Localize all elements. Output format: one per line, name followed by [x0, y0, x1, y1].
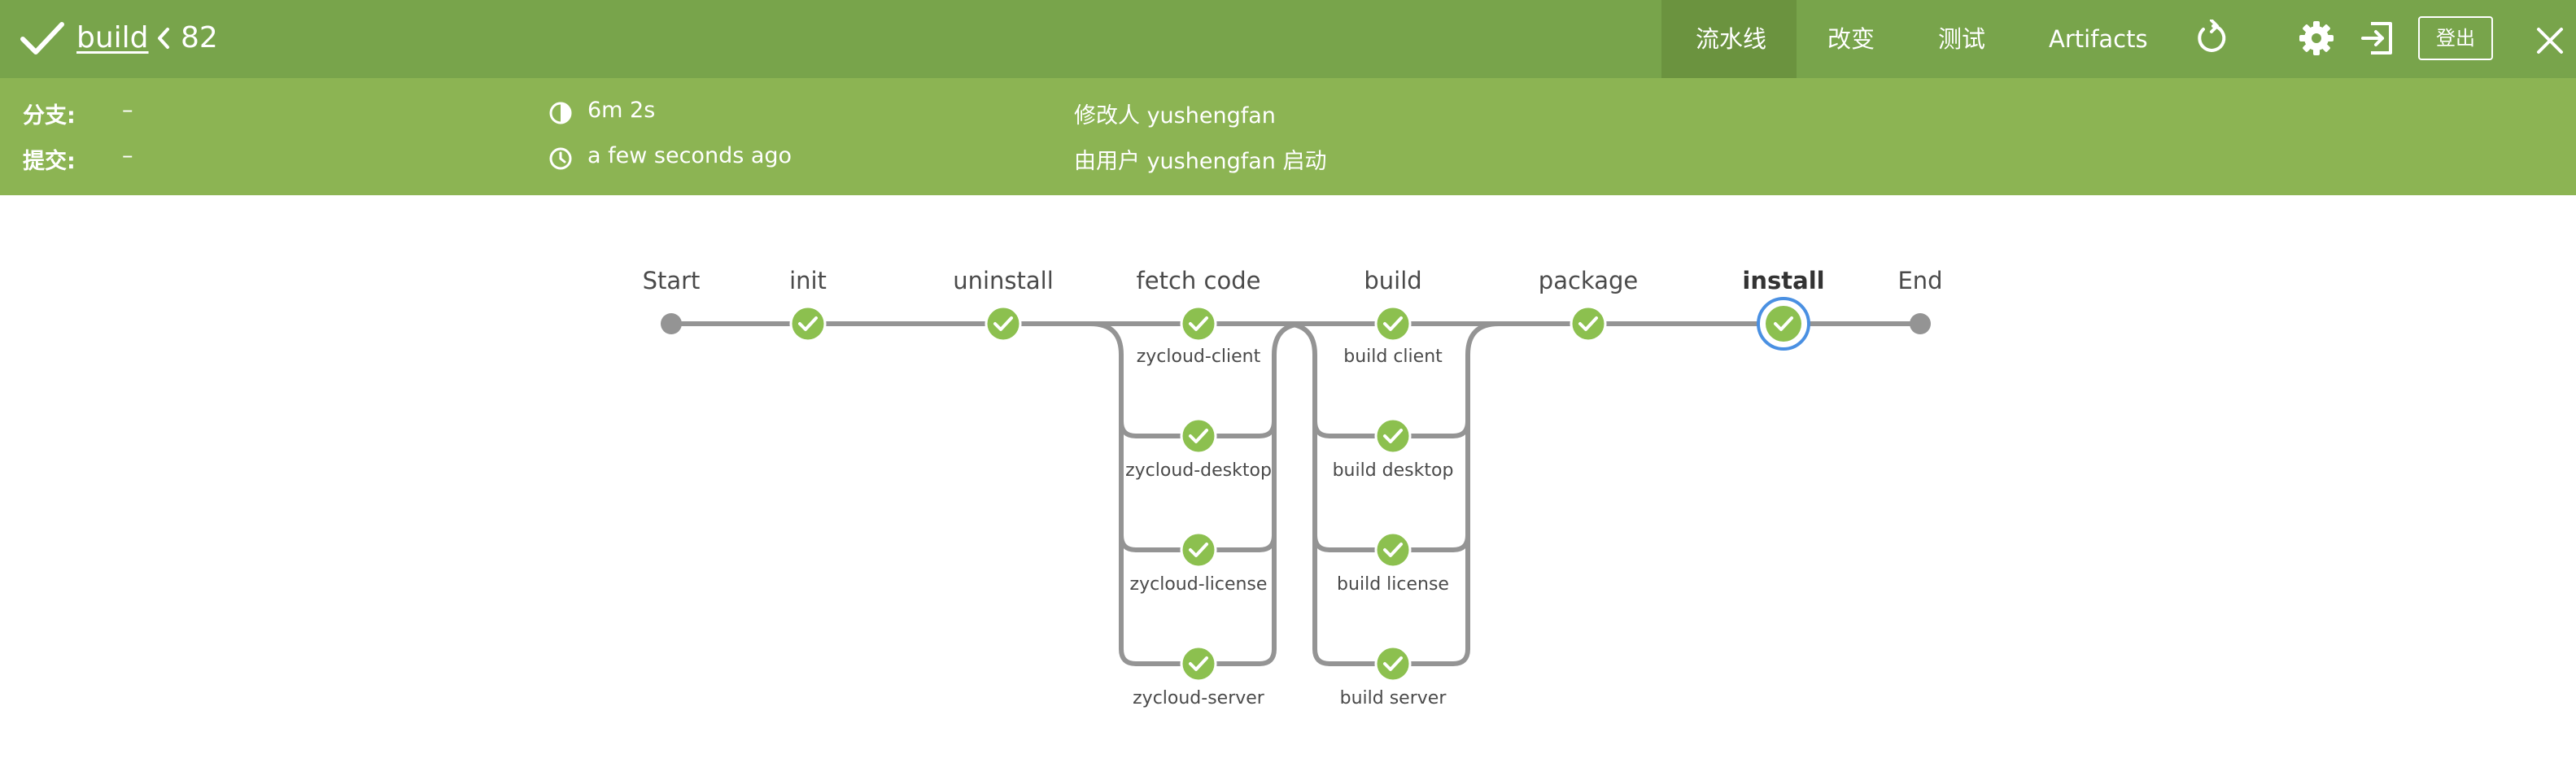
end-node	[1910, 313, 1931, 334]
branch-value: –	[122, 98, 133, 123]
stage-label-start: Start	[642, 267, 701, 294]
stage-uninstall-node[interactable]	[985, 305, 1022, 342]
pipeline-graph: Start init uninstall fetch code build pa…	[0, 195, 2576, 763]
close-icon[interactable]	[2534, 24, 2566, 57]
stage-init-node[interactable]	[789, 305, 827, 342]
branch-zycloud-license-node[interactable]	[1180, 531, 1217, 569]
run-number: 82	[181, 21, 218, 54]
tab-changes[interactable]: 改变	[1827, 25, 1875, 53]
half-clock-icon	[549, 102, 572, 124]
branch-zycloud-server-node[interactable]	[1180, 645, 1217, 682]
exit-icon[interactable]	[2360, 20, 2395, 56]
branch-label-build-client[interactable]: build client	[1343, 347, 1443, 367]
tab-artifacts[interactable]: Artifacts	[2049, 25, 2148, 53]
commit-value: –	[122, 143, 133, 168]
duration-value: 6m 2s	[587, 98, 656, 123]
branch-build-desktop-node[interactable]	[1374, 417, 1412, 455]
time-ago-value: a few seconds ago	[587, 143, 792, 168]
stage-label-end: End	[1897, 267, 1943, 294]
branch-label-zycloud-client[interactable]: zycloud-client	[1136, 347, 1261, 367]
branch-label-build-server[interactable]: build server	[1339, 688, 1447, 708]
branch-label-build-license[interactable]: build license	[1337, 574, 1449, 595]
logout-button[interactable]: 登出	[2418, 16, 2493, 60]
job-name-link[interactable]: build	[76, 21, 149, 54]
stage-label-init[interactable]: init	[789, 267, 827, 294]
branch-label-zycloud-license[interactable]: zycloud-license	[1129, 574, 1268, 595]
pipeline-connectors	[661, 297, 1931, 682]
started-by: 由用户 yushengfan 启动	[1074, 149, 1327, 174]
branch-build-server-node[interactable]	[1374, 645, 1412, 682]
branch-build-client-node[interactable]	[1374, 305, 1412, 342]
stage-label-uninstall[interactable]: uninstall	[953, 267, 1054, 294]
tab-tests[interactable]: 测试	[1938, 25, 1986, 53]
run-info-bar: 分支: – 提交: – 6m 2s a few seconds ago 修改人 …	[0, 78, 2576, 195]
branch-label-build-desktop[interactable]: build desktop	[1332, 460, 1454, 481]
stage-package-node[interactable]	[1570, 305, 1607, 342]
gear-icon[interactable]	[2298, 20, 2335, 57]
active-tab-highlight	[1661, 0, 1797, 78]
branch-label-zycloud-server[interactable]: zycloud-server	[1133, 688, 1264, 708]
branch-zycloud-client-node[interactable]	[1180, 305, 1217, 342]
tab-pipeline[interactable]: 流水线	[1696, 25, 1767, 53]
stage-label-package[interactable]: package	[1538, 267, 1639, 294]
stage-install-node[interactable]	[1757, 297, 1810, 351]
stage-label-fetch-code[interactable]: fetch code	[1136, 267, 1261, 294]
start-node	[661, 313, 682, 334]
clock-icon	[549, 147, 572, 170]
commit-label: 提交:	[23, 149, 76, 174]
branch-label: 分支:	[23, 103, 76, 129]
chevron-left-icon[interactable]	[155, 26, 172, 50]
top-bar: build 82 流水线 改变 测试 Artifacts 登出	[0, 0, 2576, 78]
branch-label-zycloud-desktop[interactable]: zycloud-desktop	[1125, 460, 1272, 481]
changed-by: 修改人 yushengfan	[1074, 103, 1276, 129]
stage-label-build[interactable]: build	[1364, 267, 1422, 294]
replay-icon[interactable]	[2194, 20, 2231, 57]
check-icon	[20, 22, 64, 54]
branch-zycloud-desktop-node[interactable]	[1180, 417, 1217, 455]
stage-label-install[interactable]: install	[1742, 267, 1825, 294]
branch-build-license-node[interactable]	[1374, 531, 1412, 569]
